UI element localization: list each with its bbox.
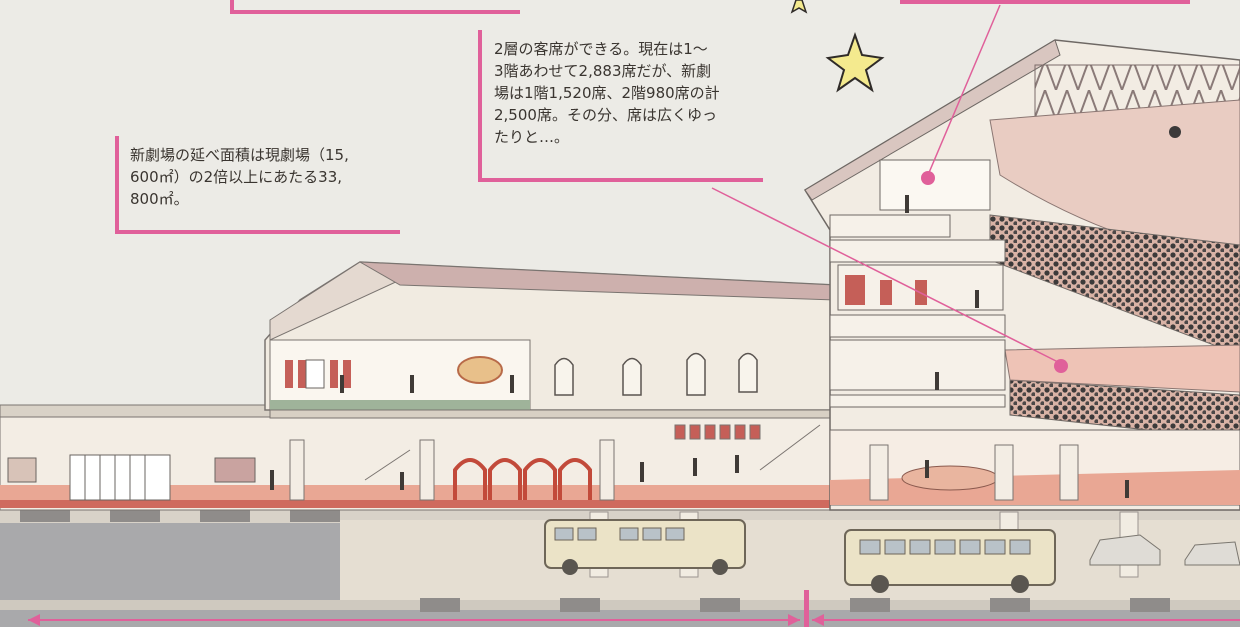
bus-icon xyxy=(844,529,1056,593)
callout-bar xyxy=(115,230,400,234)
bus-icon xyxy=(544,519,746,575)
dimension-arrow-left xyxy=(28,614,40,626)
dimension-arrow-left xyxy=(812,614,824,626)
callout-bar xyxy=(478,178,763,182)
callout-bar xyxy=(115,136,119,234)
restaurant-wing xyxy=(264,261,922,419)
dimension-divider xyxy=(804,590,809,627)
callout-frame xyxy=(230,0,1190,14)
callout-leaders xyxy=(711,4,1068,373)
star-icon xyxy=(790,0,808,14)
callout-bar xyxy=(478,30,482,182)
callout-floor-area: 新劇場の延べ面積は現劇場（15, 600㎡）の2倍以上にあたる33, 800㎡。 xyxy=(130,146,349,208)
dimension-arrow-right xyxy=(788,614,800,626)
people xyxy=(270,195,1129,498)
ground-floor-lobby xyxy=(0,404,831,511)
car-icon xyxy=(1089,534,1240,566)
main-hall xyxy=(803,39,1240,511)
callout-seating: 2層の客席ができる。現在は1〜 3階あわせて2,883席だが、新劇 場は1階1,… xyxy=(494,40,720,146)
star-icon xyxy=(825,31,885,93)
